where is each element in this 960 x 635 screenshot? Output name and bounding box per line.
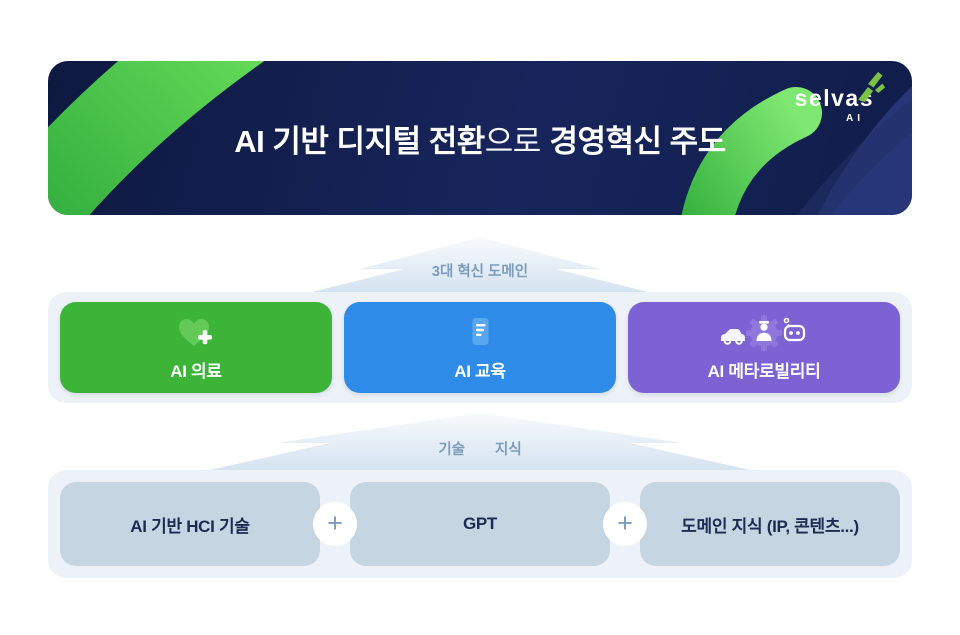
up-arrow-shape — [210, 413, 750, 470]
selvas-logo-subtext: AI — [846, 113, 864, 124]
foundation-label: AI 기반 HCI 기술 — [130, 516, 250, 536]
arrow-label-knowledge: 지식 — [495, 442, 522, 458]
title-segment-bold: AI 기반 디지털 전환 — [234, 123, 485, 159]
domain-box-medical: AI 의료 — [60, 302, 332, 393]
foundation-label: GPT — [462, 514, 498, 533]
selvas-logo-mark-icon — [858, 72, 885, 102]
gear-shape — [746, 314, 782, 351]
foundation-label: 도메인 지식 (IP, 콘텐츠...) — [681, 516, 859, 536]
blue-ribbon-shape — [817, 86, 912, 215]
green-swoosh-right — [681, 87, 822, 215]
domain-label: AI 교육 — [454, 361, 506, 381]
domain-box-metamobility: AI 메타로빌리티 — [628, 302, 900, 393]
heart-plus-icon — [175, 314, 217, 352]
banner-title: AI 기반 디지털 전환 으로 경영혁신 주도 — [48, 61, 912, 215]
selvas-logo-text: selvas — [794, 85, 874, 111]
foundation-box-gpt: GPT — [350, 482, 610, 566]
banner: AI 기반 디지털 전환 으로 경영혁신 주도 selvas AI — [48, 61, 912, 215]
foundation-box-hci: AI 기반 HCI 기술 — [60, 482, 320, 566]
domain-label: AI 의료 — [170, 361, 222, 381]
mobility-gear-icon — [718, 314, 810, 352]
domains-panel: AI 의료 AI 교육 — [48, 292, 912, 403]
document-icon — [460, 314, 500, 352]
arrow-label-tech: 기술 — [438, 442, 465, 458]
innovation-domains-arrow: 3대 혁신 도메인 — [300, 237, 660, 292]
plus-icon: + — [327, 507, 343, 538]
blue-ribbon-streak — [797, 99, 912, 215]
up-arrow-shape — [312, 237, 648, 292]
title-segment-light: 으로 — [484, 123, 542, 159]
domain-label: AI 메타로빌리티 — [707, 361, 821, 381]
plus-connector: + — [313, 502, 357, 546]
selvas-ai-logo: selvas AI — [794, 72, 885, 124]
foundations-panel: AI 기반 HCI 기술 GPT 도메인 지식 (IP, 콘텐츠...) + + — [48, 470, 912, 578]
plus-icon: + — [617, 507, 633, 538]
title-segment-bold2: 경영혁신 주도 — [549, 123, 726, 159]
arrow-label: 기술 지식 — [190, 438, 770, 459]
arrow-label: 3대 혁신 도메인 — [431, 264, 529, 280]
domain-box-education: AI 교육 — [344, 302, 616, 393]
green-swoosh-left — [48, 61, 265, 215]
foundation-box-domain-knowledge: 도메인 지식 (IP, 콘텐츠...) — [640, 482, 900, 566]
banner-background-art — [48, 61, 912, 215]
foundation-arrow: 기술 지식 — [190, 413, 770, 470]
plus-connector: + — [603, 502, 647, 546]
